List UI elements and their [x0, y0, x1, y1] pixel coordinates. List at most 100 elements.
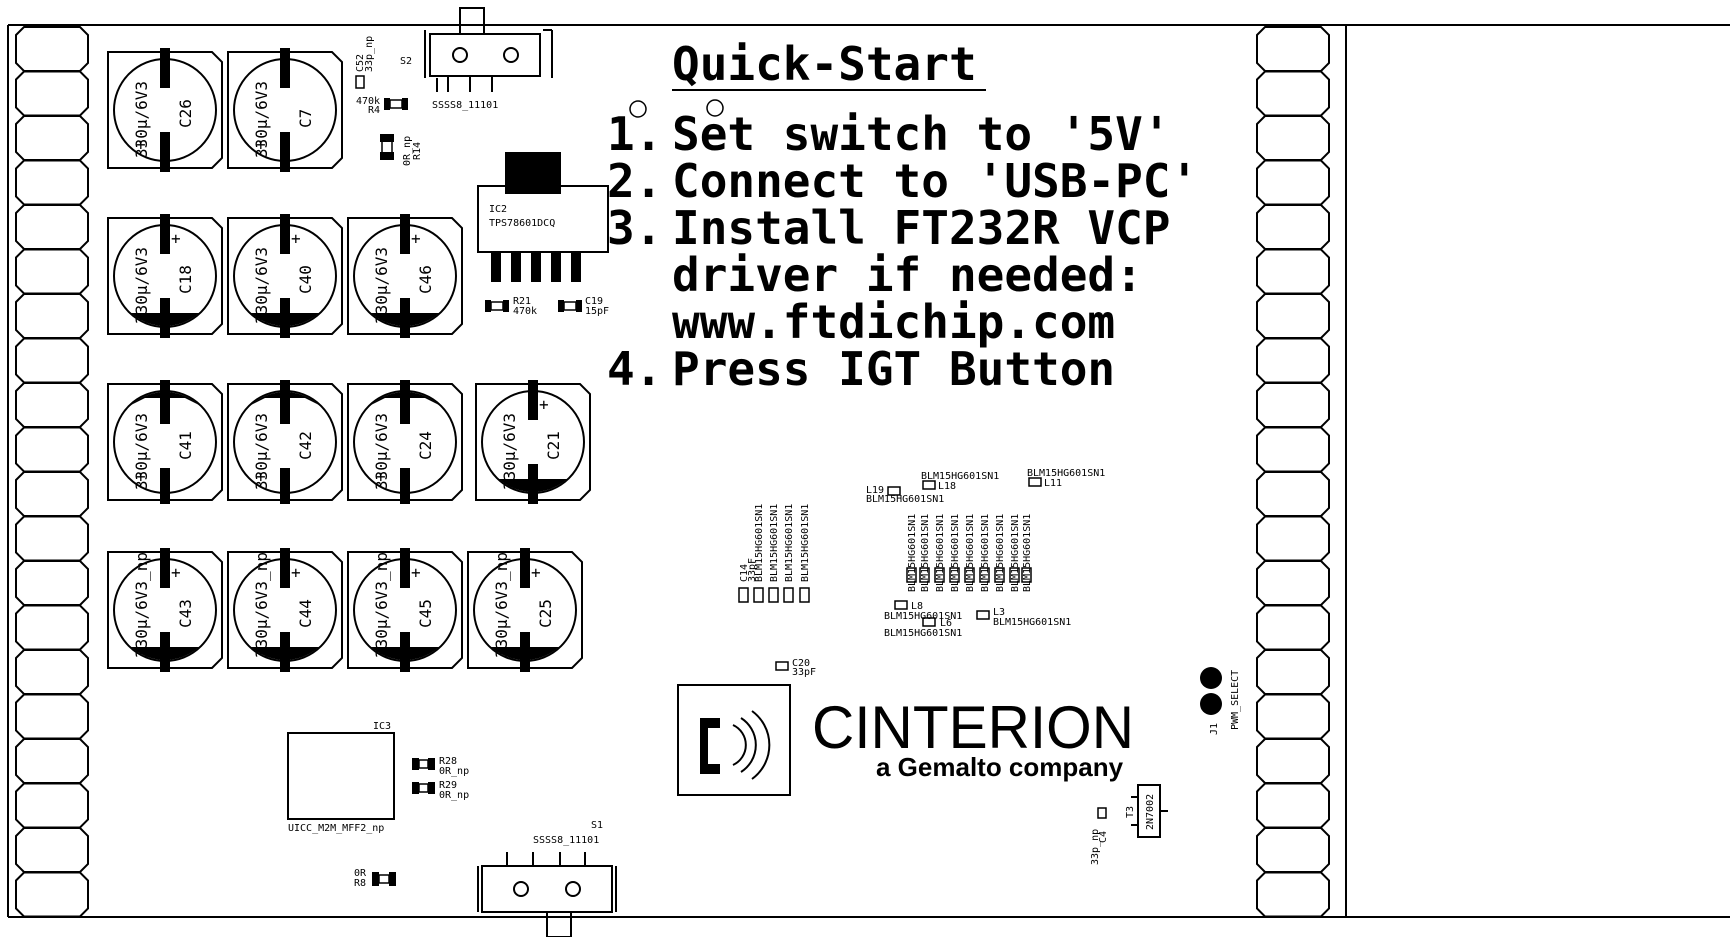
r29-body [418, 783, 429, 793]
smd-part [894, 600, 908, 610]
header-pin [1256, 115, 1330, 161]
header-pin [1256, 248, 1330, 295]
r4-ref: R4 [368, 105, 380, 116]
t3-ref: T3 [1125, 806, 1136, 818]
r4-pad-b [402, 98, 408, 110]
smd-part [906, 567, 917, 583]
header-pin [1256, 827, 1330, 873]
switch-s1[interactable] [477, 852, 617, 937]
svg-text:+: + [411, 563, 421, 582]
capacitor-value: 330µ/6V3_np [372, 552, 391, 658]
r4-pad-a [384, 98, 390, 110]
part-label: BLM15HG601SN1 [907, 514, 918, 592]
c4-val: 33p_np [1090, 829, 1101, 865]
r29-val: 0R_np [439, 790, 469, 801]
c20-ref: C20 [792, 658, 810, 669]
j1-pin-2[interactable] [1200, 693, 1222, 715]
header-pin [1256, 560, 1330, 606]
j1-pin-1[interactable] [1200, 667, 1222, 689]
switch-s2[interactable] [424, 7, 553, 92]
part-label: BLM15HG601SN1 [800, 504, 811, 582]
header-pin [1256, 738, 1330, 784]
r14-body [381, 139, 393, 155]
c19-body [563, 301, 577, 311]
smd-part [1021, 567, 1032, 583]
smd-part [887, 486, 901, 496]
quickstart-block: Quick-Start 1.Set switch to '5V'2.Connec… [607, 37, 1198, 396]
header-pin [1256, 70, 1330, 117]
header-pin [15, 693, 89, 740]
capacitor-ref: C44 [296, 599, 315, 628]
r14-val: 0R_np [402, 136, 413, 166]
capacitor-ref: C40 [296, 265, 315, 294]
capacitor-ref: C45 [416, 599, 435, 628]
header-pin [15, 382, 89, 428]
capacitor-value: 330µ/6V3 [132, 413, 151, 490]
r21-ref: R21 [513, 296, 531, 307]
header-pin [15, 337, 89, 384]
smd-part [783, 587, 794, 603]
c20-body [775, 661, 789, 671]
header-pin [1256, 159, 1330, 206]
header-pin [15, 604, 89, 651]
part-label: BLM15HG601SN1 [935, 514, 946, 592]
part-label: BLM15HG601SN1 [884, 628, 962, 639]
quickstart-step-number: 2. [607, 154, 662, 208]
part-label: L11 [1044, 478, 1062, 489]
header-pin [15, 471, 89, 517]
r28-pad-a [412, 758, 419, 770]
quickstart-title: Quick-Start [672, 37, 977, 91]
capacitor-ref: C46 [416, 265, 435, 294]
s2-ref: S2 [400, 56, 412, 67]
part-label: BLM15HG601SN1 [921, 471, 999, 482]
r28-val: 0R_np [439, 766, 469, 777]
svg-text:+: + [171, 563, 181, 582]
quickstart-step-text: driver if needed: [672, 248, 1143, 302]
capacitor-value: 330µ/6V3_np [252, 552, 271, 658]
header-pin [1256, 471, 1330, 517]
part-label: 33pF [747, 558, 758, 582]
header-pin [1256, 337, 1330, 384]
header-pin [1256, 871, 1330, 918]
capacitor-ref: C25 [536, 599, 555, 628]
board-outline [7, 24, 1730, 918]
capacitor-value: 330µ/6V3_np [492, 552, 511, 658]
smd-part [994, 567, 1005, 583]
pin-header-left [15, 26, 89, 918]
header-pin [1256, 515, 1330, 562]
part-label: BLM15HG601SN1 [884, 611, 962, 622]
header-pin [15, 782, 89, 829]
smd-part [949, 567, 960, 583]
part-label: L3 [993, 607, 1005, 618]
capacitor-value: 330µ/6V3 [500, 413, 519, 490]
smd-part [964, 567, 975, 583]
part-label: BLM15HG601SN1 [754, 504, 765, 582]
part-label: L18 [938, 481, 956, 492]
c19-pad-a [558, 300, 564, 312]
r14-pad-a [380, 134, 394, 142]
quickstart-steps: 1.Set switch to '5V'2.Connect to 'USB-PC… [607, 107, 1198, 396]
part-label: C14 [739, 564, 750, 582]
r8-ref: R8 [354, 878, 366, 889]
header-pin [15, 560, 89, 606]
capacitor-ref: C7 [296, 109, 315, 128]
capacitor-ref: C21 [544, 431, 563, 460]
r8-pad-b [389, 872, 396, 886]
header-pin [1256, 693, 1330, 740]
svg-text:+: + [136, 467, 146, 486]
logo-tagline: a Gemalto company [876, 752, 1124, 782]
header-pin [15, 26, 89, 72]
part-label: BLM15HG601SN1 [995, 514, 1006, 592]
j1-ref: J1 [1209, 723, 1220, 735]
ic3-part: UICC_M2M_MFF2_np [288, 823, 384, 834]
smd-part [1028, 477, 1042, 487]
header-pin [15, 871, 89, 918]
c4-body [1097, 807, 1107, 819]
quickstart-step-text: www.ftdichip.com [672, 295, 1115, 349]
r28-pad-b [428, 758, 435, 770]
header-pin [1256, 382, 1330, 428]
